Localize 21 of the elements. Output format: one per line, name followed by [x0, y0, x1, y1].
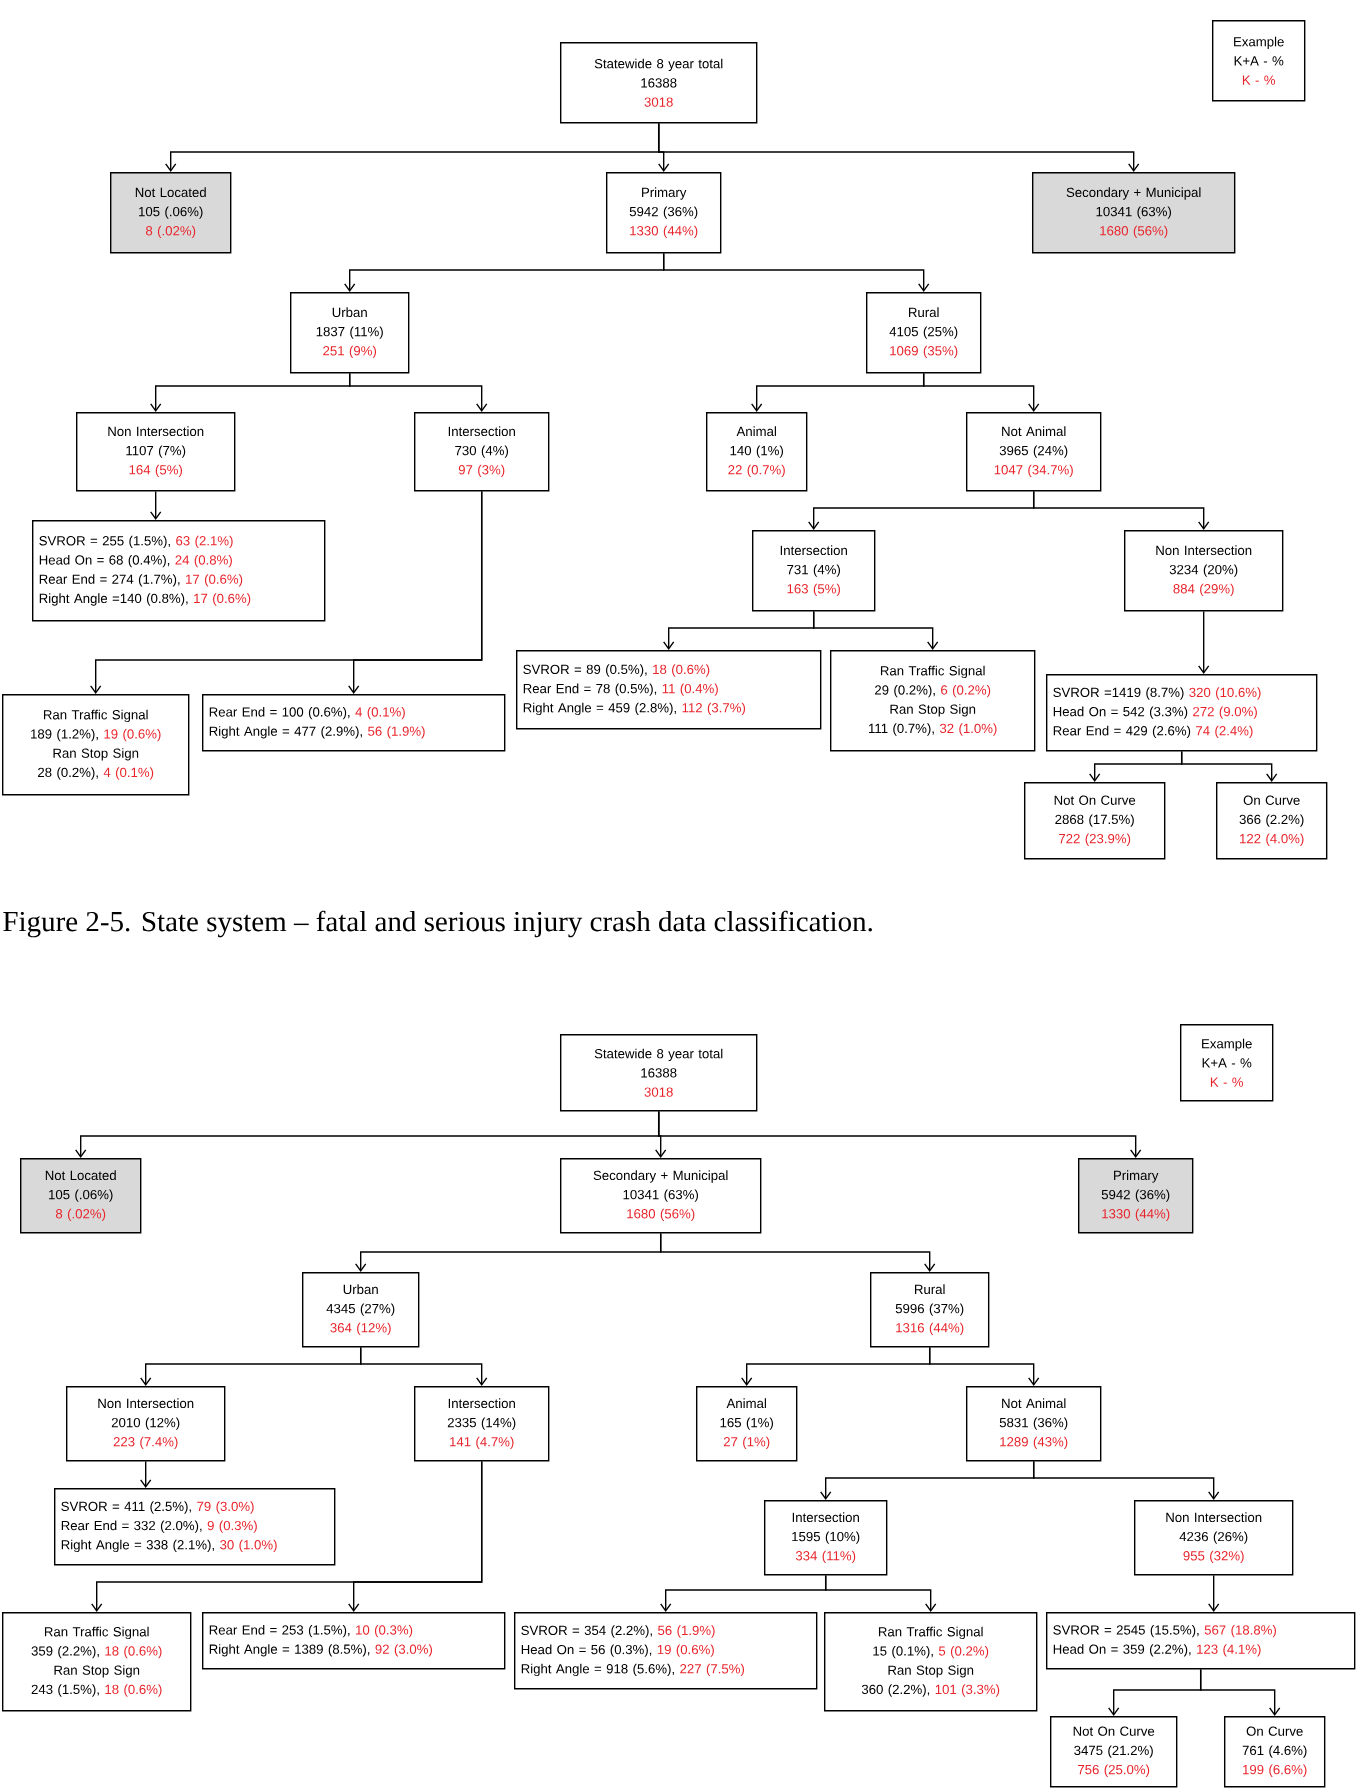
figure-caption: Figure 2-5. State system – fatal and serious injury crash data classification. — [3, 910, 872, 938]
arrow — [1200, 1668, 1281, 1716]
arrow — [663, 252, 930, 293]
arrow — [348, 490, 483, 695]
arrow — [825, 1574, 937, 1612]
arrow — [348, 1460, 483, 1612]
arrow — [1033, 490, 1210, 531]
arrow — [1208, 1574, 1220, 1612]
arrow — [1198, 610, 1210, 674]
arrow — [1033, 1460, 1220, 1500]
arrow — [140, 1460, 152, 1488]
arrow — [660, 1232, 936, 1272]
arrow — [349, 372, 488, 413]
arrow — [923, 372, 1040, 413]
arrow — [929, 1346, 1040, 1386]
arrow — [813, 610, 939, 651]
arrow — [658, 122, 1140, 173]
arrow — [360, 1346, 488, 1386]
arrow — [1181, 750, 1278, 782]
arrow — [150, 490, 162, 521]
arrow — [658, 1110, 1142, 1158]
